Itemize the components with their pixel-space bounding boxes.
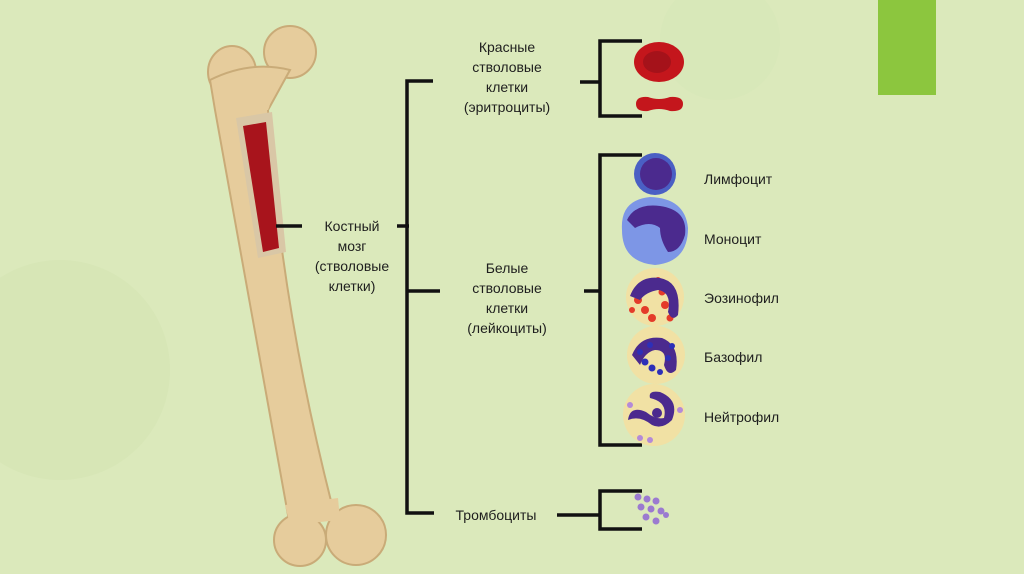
eosinophil-label: Эозинофил — [704, 290, 779, 306]
label-line: Костный — [325, 218, 380, 234]
label-line: (стволовые — [315, 258, 389, 274]
bone-marrow — [243, 122, 279, 252]
label-line: Красные — [479, 39, 536, 55]
label-line: клетки — [486, 300, 528, 316]
label-line: клетки — [486, 79, 528, 95]
background-glow — [660, 0, 780, 100]
lymphocyte-label: Лимфоцит — [704, 171, 773, 187]
femur-bone-illustration — [207, 25, 387, 567]
label-line: стволовые — [472, 59, 542, 75]
red-cells-label: Красные стволовые клетки (эритроциты) — [464, 39, 550, 115]
label-line: (эритроциты) — [464, 99, 550, 115]
white-cell-type-labels: Лимфоцит Моноцит Эозинофил Базофил Нейтр… — [704, 171, 779, 425]
neutrophil-icon — [623, 384, 685, 446]
basophil-label: Базофил — [704, 349, 762, 365]
label-line: клетки) — [329, 278, 376, 294]
accent-tab — [878, 0, 936, 95]
erythrocyte-icon — [634, 42, 684, 112]
platelets-bracket — [557, 489, 642, 531]
bone-marrow-label: Костный мозг (стволовые клетки) — [315, 218, 389, 294]
label-line: Белые — [486, 260, 529, 276]
lymphocyte-icon — [634, 153, 676, 195]
platelets-icon — [634, 493, 669, 525]
main-bracket — [397, 79, 440, 515]
label-line: стволовые — [472, 280, 542, 296]
platelets-label: Тромбоциты — [456, 507, 537, 523]
label-line: (лейкоциты) — [467, 320, 546, 336]
neutrophil-label: Нейтрофил — [704, 409, 779, 425]
label-line: мозг — [338, 238, 367, 254]
basophil-icon — [627, 326, 685, 384]
background-glow — [0, 260, 170, 480]
eosinophil-icon — [626, 268, 684, 326]
monocyte-icon — [621, 197, 688, 265]
red-cells-bracket — [580, 39, 642, 118]
white-cells-label: Белые стволовые клетки (лейкоциты) — [467, 260, 546, 336]
monocyte-label: Моноцит — [704, 231, 762, 247]
white-cells-bracket — [584, 153, 642, 447]
